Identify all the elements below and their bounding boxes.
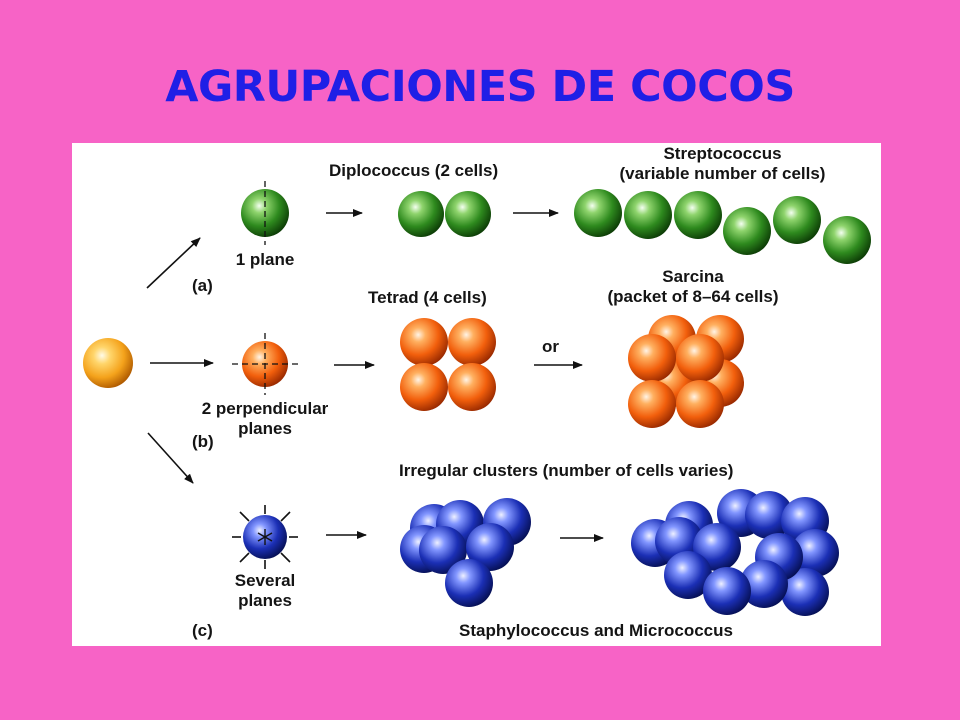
label-tetrad: Tetrad (4 cells) [368, 288, 487, 307]
staphylococcus-cluster [631, 489, 839, 616]
streptococcus-chain [574, 189, 871, 264]
label-streptococcus: Streptococcus [663, 144, 782, 163]
label-sarcina: Sarcina [662, 267, 724, 286]
diagram-graphics [83, 181, 871, 616]
arrow-to-panel-c [147, 432, 194, 484]
label-sarcina-sub: (packet of 8–64 cells) [607, 287, 779, 306]
sarcina-packet [628, 315, 744, 428]
label-or: or [542, 337, 559, 356]
coccus-arrangements-figure: (a) 1 plane Diplococcus (2 cells) Strept… [72, 143, 881, 646]
label-several-planes-1: Several [234, 571, 296, 590]
label-several-planes-2: planes [238, 591, 292, 610]
label-staphylococcus: Staphylococcus and Micrococcus [459, 621, 733, 640]
single-coccus-start [83, 338, 133, 388]
label-one-plane: 1 plane [235, 250, 295, 269]
panel-c-dividing-cell [232, 505, 298, 569]
label-streptococcus-sub: (variable number of cells) [619, 164, 826, 183]
tetrad [400, 318, 496, 411]
label-two-planes-1: 2 perpendicular [201, 399, 329, 418]
label-panel-b: (b) [192, 432, 214, 451]
slide-title: AGRUPACIONES DE COCOS [165, 62, 795, 112]
panel-b-dividing-cell [232, 333, 298, 395]
label-panel-c: (c) [192, 621, 213, 640]
label-panel-a: (a) [192, 276, 213, 295]
panel-a-dividing-cell [241, 181, 289, 245]
label-diplococcus: Diplococcus (2 cells) [329, 161, 499, 180]
diplococcus [398, 191, 491, 237]
irregular-cluster [400, 498, 531, 607]
label-two-planes-2: planes [238, 419, 292, 438]
label-irregular-clusters: Irregular clusters (number of cells vari… [399, 461, 734, 480]
arrow-to-panel-a [146, 237, 201, 289]
